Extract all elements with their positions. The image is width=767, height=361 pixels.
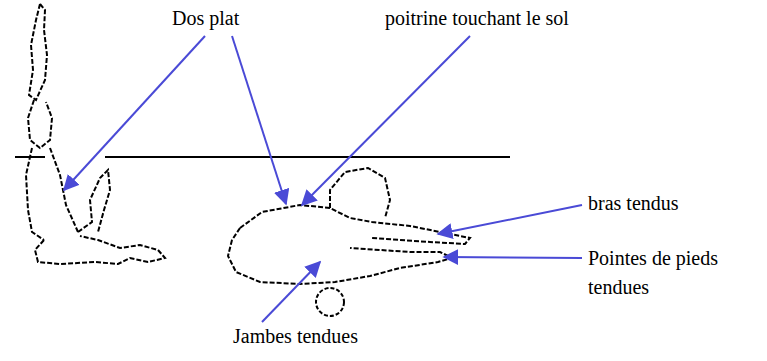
callout-label: Pointes de pieds tendues [588, 244, 718, 302]
callout-label: Dos plat [172, 4, 239, 33]
reference-line [105, 156, 510, 158]
callout-label: bras tendus [588, 189, 679, 218]
seated-figure [26, 4, 165, 264]
leader-lines [64, 36, 582, 322]
callout-label: Jambes tendues [233, 322, 358, 351]
forward-bend-figure [228, 168, 470, 316]
callout-label: poitrine touchant le sol [385, 4, 569, 33]
